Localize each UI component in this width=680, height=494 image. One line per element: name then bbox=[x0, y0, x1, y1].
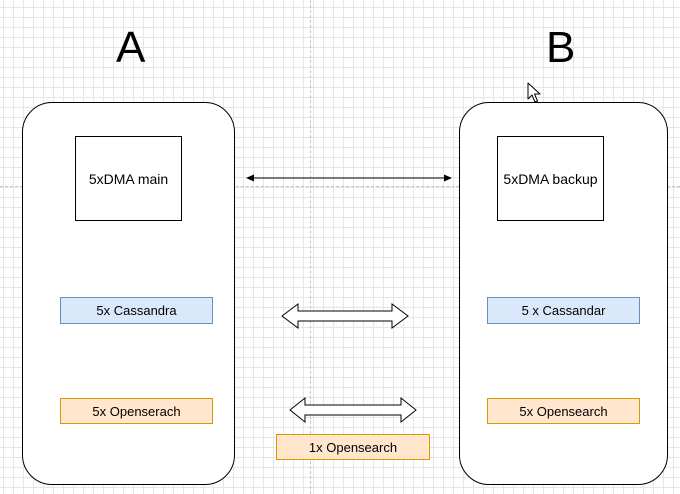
dma-sync-arrow[interactable] bbox=[246, 174, 452, 182]
mouse-pointer-icon bbox=[527, 82, 541, 103]
dma-backup-node[interactable]: 5xDMA backup bbox=[497, 136, 604, 221]
dma-main-node[interactable]: 5xDMA main bbox=[75, 136, 182, 221]
opensearch-b-node[interactable]: 5x Opensearch bbox=[487, 398, 640, 424]
cassandra-replication-arrow[interactable] bbox=[281, 303, 409, 329]
cassandra-b-node[interactable]: 5 x Cassandar bbox=[487, 297, 640, 324]
site-a-label: A bbox=[116, 23, 146, 72]
opensearch-a-node[interactable]: 5x Openserach bbox=[60, 398, 213, 424]
cassandra-a-node[interactable]: 5x Cassandra bbox=[60, 297, 213, 324]
vertical-guide-line bbox=[310, 0, 311, 494]
horizontal-guide-line bbox=[0, 186, 680, 187]
site-b-label: B bbox=[546, 23, 576, 72]
opensearch-shared-node[interactable]: 1x Opensearch bbox=[276, 434, 430, 460]
opensearch-replication-arrow[interactable] bbox=[289, 396, 417, 424]
